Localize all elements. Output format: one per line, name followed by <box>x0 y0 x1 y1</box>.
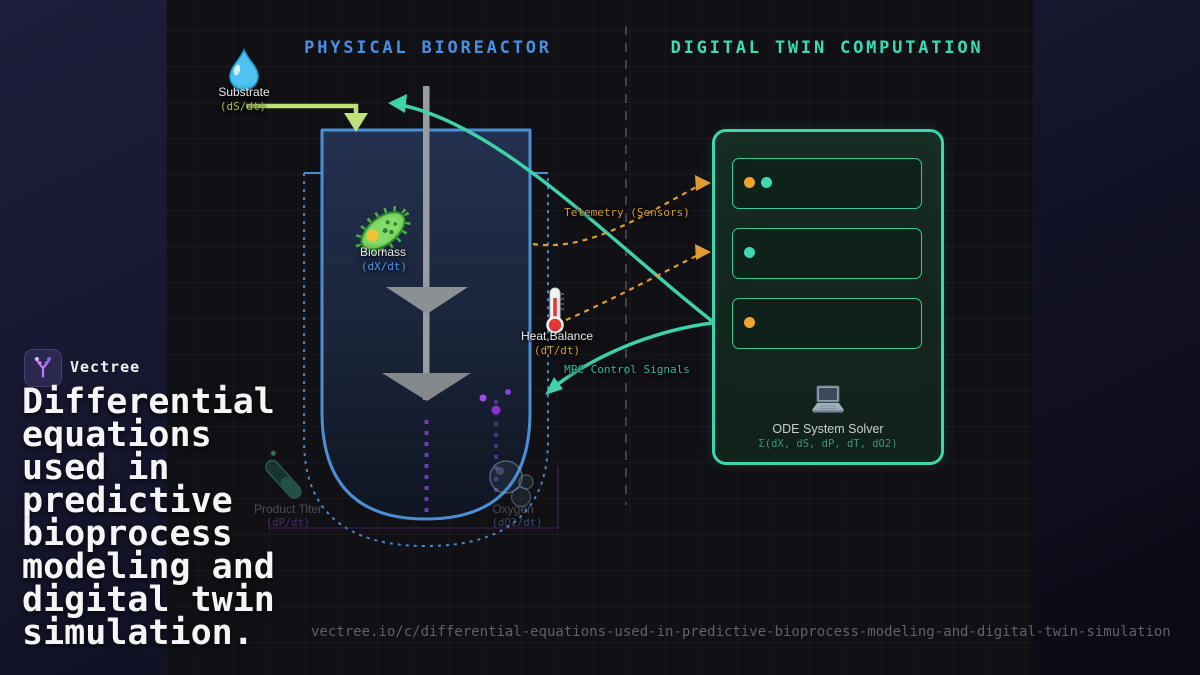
product-titer-equation: (dP/dt) <box>265 517 311 529</box>
heat-balance-label: Heat Balance <box>520 329 594 343</box>
server-rack-panel-2 <box>732 228 922 279</box>
telemetry-label: Telemetry (Sensors) <box>564 206 690 219</box>
status-dot-teal <box>744 247 755 258</box>
digital-twin-server-box: ODE System Solver Σ(dX, dS, dP, dT, dO2) <box>712 129 944 465</box>
substrate-label: Substrate <box>218 85 270 99</box>
digital-twin-header: DIGITAL TWIN COMPUTATION <box>670 38 984 58</box>
ode-solver-label: ODE System Solver <box>772 422 884 436</box>
status-dot-orange <box>744 177 755 188</box>
heat-balance-equation: (dT/dt) <box>533 344 581 357</box>
biomass-equation: (dX/dt) <box>360 260 408 273</box>
mpc-signals-label: MPC Control Signals <box>564 363 690 376</box>
oxygen-equation: (dO2/dt) <box>491 517 543 529</box>
status-dot-orange <box>744 317 755 328</box>
biomass-label: Biomass <box>359 245 407 259</box>
server-rack-panel-1 <box>732 158 922 209</box>
vectree-branch-icon <box>34 356 52 378</box>
brand-name: Vectree <box>70 358 141 376</box>
product-titer-label: Product Titer <box>253 502 323 516</box>
page-url: vectree.io/c/differential-equations-used… <box>311 624 1171 640</box>
server-rack-panel-3 <box>732 298 922 349</box>
substrate-equation: (dS/dt) <box>219 100 267 113</box>
status-dot-teal <box>761 177 772 188</box>
laptop-icon <box>715 385 941 420</box>
vectree-logo <box>24 349 62 387</box>
oxygen-label: Oxygen <box>492 502 534 516</box>
page-title: Differential equations used in predictiv… <box>22 382 275 653</box>
ode-solver-equation: Σ(dX, dS, dP, dT, dO2) <box>758 438 898 450</box>
physical-bioreactor-header: PHYSICAL BIOREACTOR <box>304 38 552 58</box>
